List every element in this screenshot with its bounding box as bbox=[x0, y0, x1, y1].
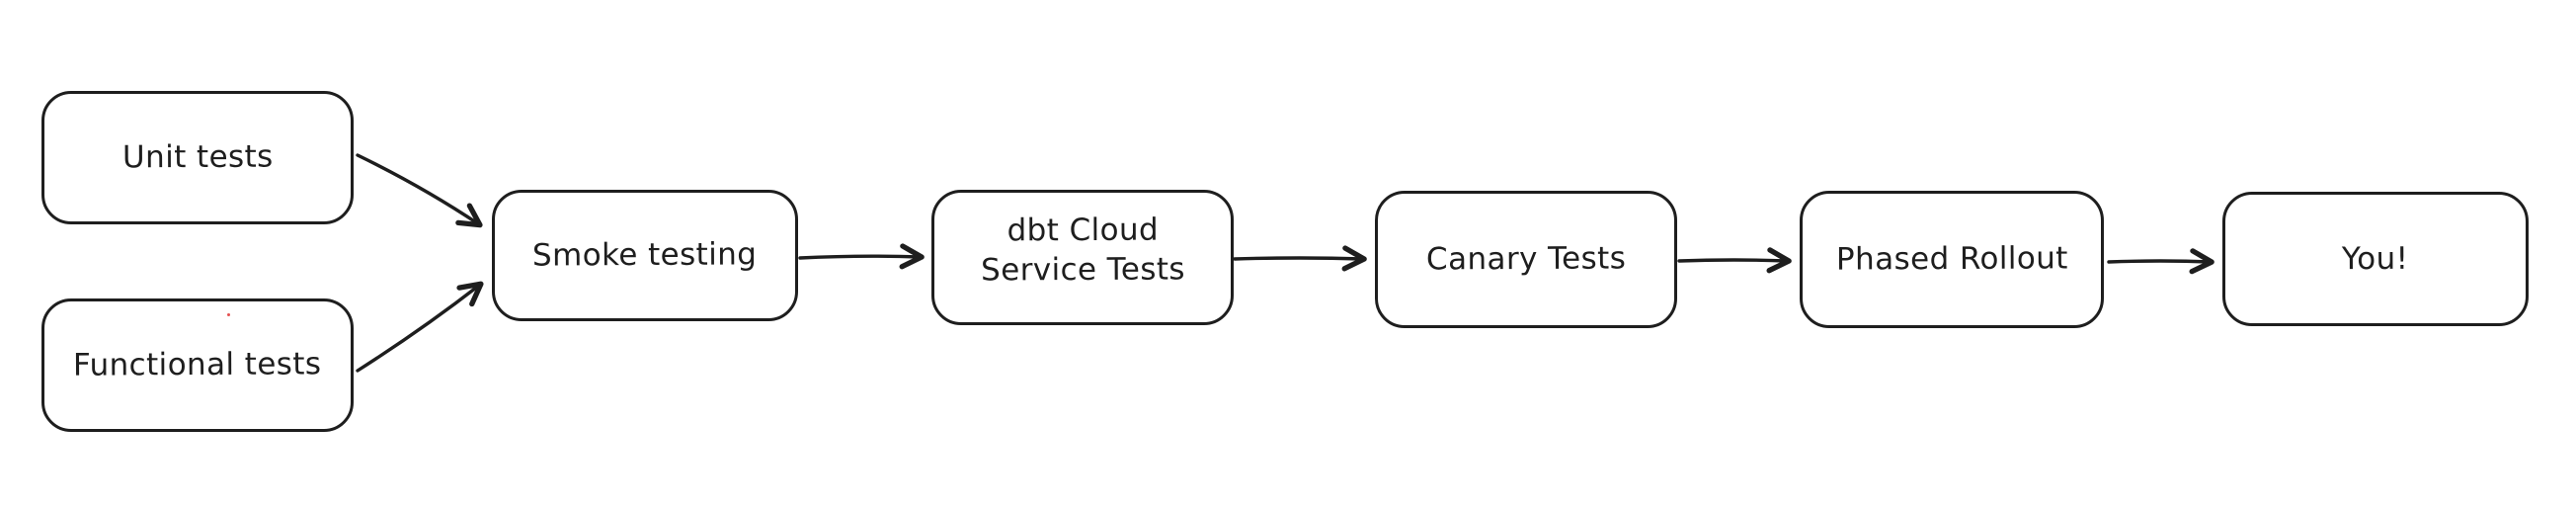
node-dbt-cloud-service-tests[interactable]: dbt Cloud Service Tests bbox=[931, 190, 1234, 325]
arrow-unit-tests-to-smoke-testing[interactable] bbox=[356, 153, 483, 228]
node-unit-tests[interactable]: Unit tests bbox=[41, 91, 354, 224]
arrow-phased-rollout-to-you[interactable] bbox=[2107, 248, 2214, 275]
node-dbt-cloud-service-tests-label: dbt Cloud Service Tests bbox=[980, 212, 1185, 290]
node-canary-tests[interactable]: Canary Tests bbox=[1375, 191, 1677, 328]
node-smoke-testing[interactable]: Smoke testing bbox=[492, 190, 798, 321]
arrow-functional-tests-to-smoke-testing[interactable] bbox=[356, 281, 484, 373]
node-phased-rollout-label: Phased Rollout bbox=[1835, 240, 2068, 278]
arrow-dbt-cloud-to-canary-tests[interactable] bbox=[1233, 245, 1367, 272]
node-phased-rollout[interactable]: Phased Rollout bbox=[1800, 191, 2104, 328]
arrow-canary-tests-to-phased-rollout[interactable] bbox=[1677, 247, 1792, 274]
arrow-smoke-testing-to-dbt-cloud[interactable] bbox=[798, 243, 925, 270]
node-functional-tests-label: Functional tests bbox=[73, 346, 322, 384]
node-unit-tests-label: Unit tests bbox=[121, 138, 274, 176]
node-canary-tests-label: Canary Tests bbox=[1425, 240, 1627, 278]
node-smoke-testing-label: Smoke testing bbox=[532, 236, 758, 274]
node-functional-tests[interactable]: Functional tests bbox=[41, 298, 354, 432]
node-you-label: You! bbox=[2342, 240, 2409, 278]
node-you[interactable]: You! bbox=[2222, 192, 2529, 326]
stray-red-dot-artifact bbox=[227, 313, 230, 316]
